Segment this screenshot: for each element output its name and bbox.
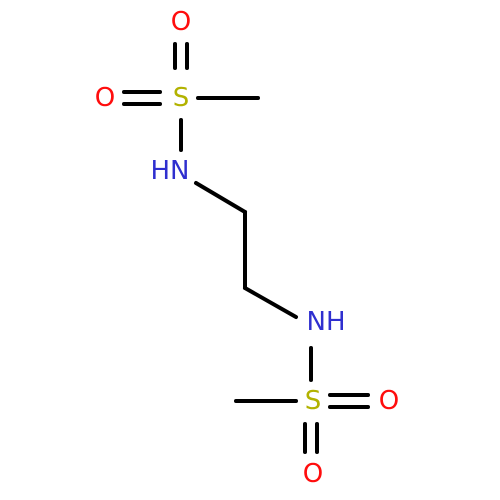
atom-s-top: S [173, 83, 190, 113]
atom-o-bottom-down: O [303, 459, 323, 489]
bond-c2-n [243, 286, 298, 319]
atom-labels: O O S HN NH S O O [95, 7, 399, 489]
bond-n-c1 [194, 181, 247, 214]
atom-s-bottom: S [305, 386, 322, 416]
bonds [122, 42, 370, 454]
atom-o-top-up: O [171, 7, 191, 37]
atom-nh-top: HN [151, 156, 190, 186]
atom-o-bottom-right: O [379, 386, 399, 416]
atom-o-top-left: O [95, 83, 115, 113]
atom-nh-bottom: NH [307, 307, 346, 337]
